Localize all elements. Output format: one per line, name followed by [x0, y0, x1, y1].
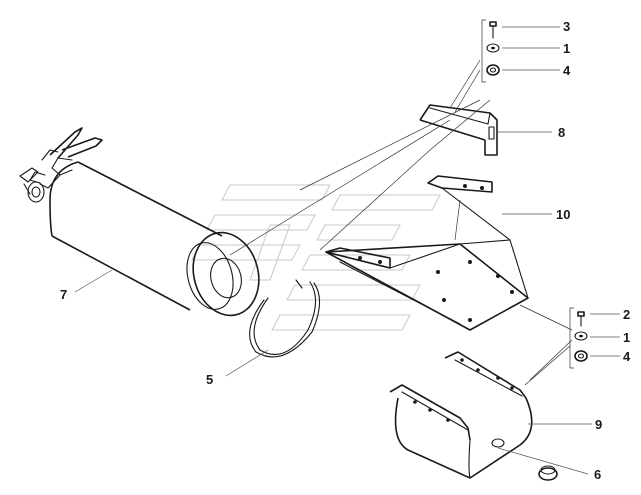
callout-2: 2: [623, 307, 630, 322]
callout-3-top: 3: [563, 19, 570, 34]
callout-10: 10: [556, 207, 570, 222]
callout-4-top: 4: [563, 63, 571, 78]
callout-7: 7: [60, 287, 67, 302]
watermark-logo: [191, 184, 441, 331]
callout-4-bottom: 4: [623, 349, 631, 364]
callout-8: 8: [558, 125, 565, 140]
plug-cap: [538, 465, 558, 481]
callout-5: 5: [206, 372, 213, 387]
callout-labels: 3 1 4 8 10 7 5 2 1 4 9 6: [60, 19, 631, 482]
half-shell-clamp: [389, 351, 533, 479]
callout-9: 9: [595, 417, 602, 432]
callout-6: 6: [594, 467, 601, 482]
large-bracket: [325, 175, 529, 331]
fire-extinguisher: [19, 127, 260, 317]
leader-lines: [74, 26, 620, 475]
fastener-group-top: [481, 19, 500, 83]
fastener-group-bottom: [569, 307, 588, 369]
strap-ring: [249, 279, 321, 358]
callout-1-bottom: 1: [623, 330, 630, 345]
callout-1-top: 1: [563, 41, 570, 56]
small-bracket: [419, 104, 498, 156]
